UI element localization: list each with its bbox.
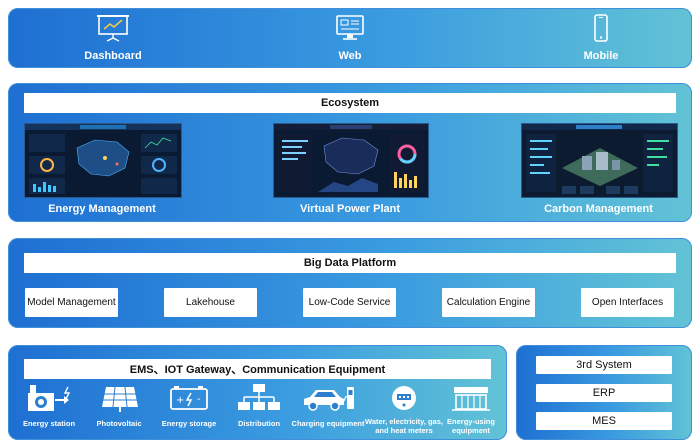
virtual-power-plant-screenshot[interactable] [273, 123, 429, 198]
charging-equipment-label: Charging equipment [291, 419, 365, 428]
meters-item[interactable]: Water, electricity, gas, and heat meters [365, 383, 443, 438]
ecosystem-title: Ecosystem [24, 93, 676, 113]
ems-panel: EMS、IOT Gateway、Communication Equipment … [8, 345, 507, 440]
calculation-engine-box[interactable]: Calculation Engine [442, 288, 535, 317]
big-data-platform-title: Big Data Platform [24, 253, 676, 273]
energy-station-label: Energy station [22, 419, 76, 428]
energy-station-icon [28, 385, 71, 411]
monitor-icon [336, 15, 364, 40]
mobile-label: Mobile [583, 50, 619, 62]
svg-text:-: - [197, 394, 201, 405]
meter-icon [392, 386, 416, 410]
lakehouse-box[interactable]: Lakehouse [164, 288, 257, 317]
distribution-item[interactable]: Distribution [224, 383, 294, 438]
ems-title: EMS、IOT Gateway、Communication Equipment [24, 359, 491, 379]
distribution-label: Distribution [237, 419, 281, 428]
third-party-systems-panel: 3rd System ERP MES [516, 345, 692, 440]
mes-box[interactable]: MES [536, 412, 672, 430]
energy-station-item[interactable]: Energy station [14, 383, 84, 438]
carbon-management-screenshot[interactable] [521, 123, 678, 198]
dashboard-label: Dashboard [84, 50, 142, 62]
mobile-phone-icon [594, 14, 608, 42]
factory-equipment-icon [452, 387, 490, 411]
energy-management-label: Energy Management [48, 203, 156, 215]
photovoltaic-label: Photovoltaic [96, 419, 142, 428]
low-code-service-box[interactable]: Low-Code Service [303, 288, 396, 317]
photovoltaic-item[interactable]: Photovoltaic [84, 383, 154, 438]
client-panel: Dashboard Web Mobile [8, 8, 692, 68]
energy-using-equipment-item[interactable]: Energy-using equipment [436, 383, 506, 438]
model-management-box[interactable]: Model Management [25, 288, 118, 317]
presentation-board-icon [97, 15, 129, 42]
ecosystem-panel: Ecosystem [8, 83, 692, 222]
carbon-management-label: Carbon Management [544, 203, 653, 215]
solar-panel-icon [102, 386, 138, 412]
web-item[interactable]: Web [315, 14, 385, 64]
svg-text:+: + [176, 395, 184, 406]
virtual-power-plant-label: Virtual Power Plant [299, 203, 401, 215]
third-system-box[interactable]: 3rd System [536, 356, 672, 374]
mobile-item[interactable]: Mobile [566, 14, 636, 64]
energy-management-screenshot[interactable] [24, 123, 182, 198]
web-label: Web [338, 50, 362, 62]
electric-car-icon [304, 387, 354, 411]
big-data-platform-panel: Big Data Platform Model Management Lakeh… [8, 238, 692, 328]
energy-storage-item[interactable]: + - Energy storage [154, 383, 224, 438]
energy-storage-label: Energy storage [161, 419, 217, 428]
battery-icon: + - [170, 386, 208, 410]
dashboard-item[interactable]: Dashboard [78, 14, 148, 64]
charging-equipment-item[interactable]: Charging equipment [288, 383, 368, 438]
distribution-tree-icon [238, 384, 280, 410]
open-interfaces-box[interactable]: Open Interfaces [581, 288, 674, 317]
meters-label: Water, electricity, gas, and heat meters [365, 417, 443, 435]
erp-box[interactable]: ERP [536, 384, 672, 402]
energy-using-equipment-label: Energy-using equipment [447, 417, 495, 435]
